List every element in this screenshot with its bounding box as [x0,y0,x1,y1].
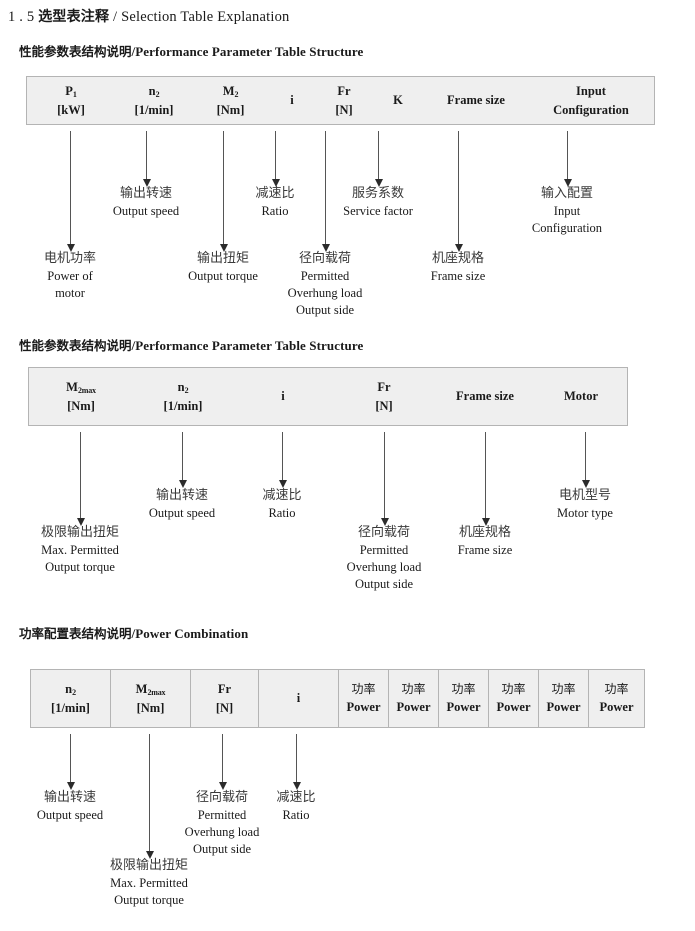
note-frame-size-2: 机座规格 Frame size [457,525,513,557]
section-heading-2: 性能参数表结构说明/Performance Parameter Table St… [19,335,363,354]
note-overhung-load-2: 径向载荷 Permitted Overhung load Output side [346,525,422,592]
arrow-to-note-output-torque-1 [219,131,228,252]
arrow-to-note-motor-type [581,432,590,488]
table3-col-power-1: 功率 Power [339,670,389,727]
table2-col-fr: Fr [N] [375,380,393,413]
page-title: 1 . 5 选型表注释 / Selection Table Explanatio… [8,6,290,26]
table3-col-power-6: 功率 Power [599,681,634,715]
table1-col-input-configuration: Input Configuration [553,84,629,117]
note-output-speed-3: 输出转速 Output speed [36,790,104,822]
note-power-of-motor: 电机功率 Power of motor [43,251,97,301]
table1-col-i: i [290,93,294,108]
note-ratio-1: 减速比 Ratio [255,186,295,218]
section-heading-3: 功率配置表结构说明/Power Combination [19,623,248,642]
arrow-to-note-input-configuration [563,131,572,187]
section-heading-3-cn: 功率配置表结构说明 [19,626,132,641]
table1-col-fr: Fr [N] [335,84,353,117]
page-title-cn: 选型表注释 [38,9,110,25]
section-heading-2-separator: / [131,338,136,353]
note-input-configuration: 输入配置 Input Configuration [531,186,603,236]
section-heading-1-separator: / [131,44,136,59]
note-output-speed-2: 输出转速 Output speed [148,488,216,520]
table3-col-power-2: 功率 Power [389,670,439,727]
note-max-output-torque-2: 极限输出扭矩 Max. Permitted Output torque [40,525,120,575]
section-heading-3-separator: / [131,626,136,641]
section-heading-1: 性能参数表结构说明/Performance Parameter Table St… [19,41,363,60]
table2-col-m2max: M2max [Nm] [66,380,96,413]
note-ratio-3: 减速比 Ratio [276,790,316,822]
table3-col-fr: Fr [N] [191,670,259,727]
arrow-to-note-frame-size-2 [481,432,490,526]
table1-col-p1: P1 [kW] [57,84,85,117]
arrow-to-note-overhung-load-1 [321,131,330,252]
arrow-to-note-service-factor [374,131,383,187]
section-heading-3-en: Power Combination [135,626,249,641]
note-service-factor: 服务系数 Service factor [343,186,413,218]
table1-col-frame-size: Frame size [447,93,505,108]
power-combination-table: n2 [1/min] M2max [Nm] Fr [N] i 功率 Power … [30,669,645,728]
table1-col-m2: M2 [Nm] [216,84,245,117]
section-heading-1-cn: 性能参数表结构说明 [19,44,132,59]
table2-col-motor: Motor [563,389,598,404]
arrow-to-note-output-speed-1 [142,131,151,187]
note-frame-size-1: 机座规格 Frame size [430,251,486,283]
arrow-to-note-ratio-3 [292,734,301,790]
section-heading-2-cn: 性能参数表结构说明 [19,338,132,353]
table2-col-i: i [281,389,285,404]
table2-col-n2: n2 [1/min] [163,380,203,413]
arrow-to-note-power-of-motor [66,131,75,252]
table3-col-m2max: M2max [Nm] [111,670,191,727]
arrow-to-note-output-speed-2 [178,432,187,488]
performance-parameter-table-2: M2max [Nm] n2 [1/min] i Fr [N] Frame siz… [28,367,628,426]
note-overhung-load-3: 径向载荷 Permitted Overhung load Output side [184,790,260,857]
arrow-to-note-output-speed-3 [66,734,75,790]
page-title-number: 1 . 5 [8,9,35,25]
arrow-to-note-ratio-1 [271,131,280,187]
table3-col-power-3: 功率 Power [439,670,489,727]
table1-col-k: K [393,93,403,108]
table3-col-i: i [259,670,339,727]
note-output-speed-1: 输出转速 Output speed [112,186,180,218]
note-output-torque-1: 输出扭矩 Output torque [188,251,258,283]
table2-col-frame-size: Frame size [456,389,514,404]
note-ratio-2: 减速比 Ratio [262,488,302,520]
table1-col-n2: n2 [1/min] [134,84,174,117]
page-title-separator: / [113,9,118,25]
arrow-to-note-overhung-load-2 [380,432,389,526]
arrow-to-note-overhung-load-3 [218,734,227,790]
arrow-to-note-max-output-torque-3 [145,734,154,859]
table3-col-power-5: 功率 Power [539,670,589,727]
arrow-to-note-ratio-2 [278,432,287,488]
page-title-en: Selection Table Explanation [121,9,290,25]
table3-col-power-4: 功率 Power [489,670,539,727]
performance-parameter-table-1: P1 [kW] n2 [1/min] M2 [Nm] i Fr [N] K Fr… [26,76,655,125]
arrow-to-note-frame-size-1 [454,131,463,252]
arrow-to-note-max-output-torque-2 [76,432,85,526]
note-overhung-load-1: 径向载荷 Permitted Overhung load Output side [287,251,363,318]
section-heading-2-en: Performance Parameter Table Structure [135,338,364,353]
section-heading-1-en: Performance Parameter Table Structure [135,44,364,59]
note-max-output-torque-3: 极限输出扭矩 Max. Permitted Output torque [109,858,189,908]
table3-col-n2: n2 [1/min] [31,670,111,727]
note-motor-type: 电机型号 Motor type [557,488,613,520]
